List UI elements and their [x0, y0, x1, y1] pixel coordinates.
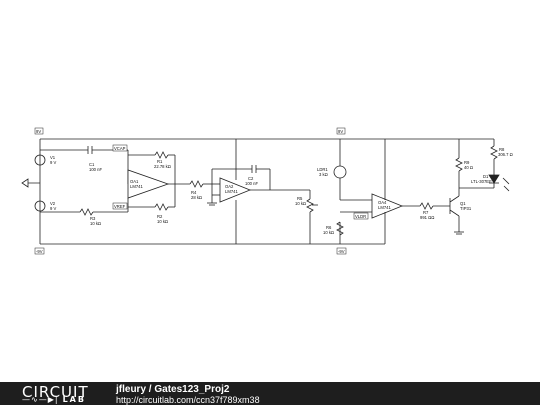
v2-source-symbol — [34, 200, 46, 212]
oa2-opamp-symbol — [219, 177, 252, 203]
r5-name: R5 — [297, 196, 303, 201]
r9-value: 40 Ω — [464, 165, 473, 170]
node-label-bottom-mid: -9V — [338, 249, 345, 254]
r1-value: 22.78 kΩ — [154, 164, 171, 169]
logo-bottom: —∿—▶|LAB — [22, 395, 86, 404]
oa2-value: LM741 — [225, 189, 238, 194]
r5-value: 10 kΩ — [295, 201, 306, 206]
r4-name: R4 — [191, 190, 197, 195]
r6-name: R6 — [326, 225, 332, 230]
oa4-opamp-symbol — [371, 193, 404, 219]
d1-led-symbol — [488, 174, 500, 184]
author-link[interactable]: jfleury — [116, 384, 147, 395]
oa1-name: OA1 — [130, 179, 139, 184]
r3-name: R3 — [90, 216, 96, 221]
project-url-link[interactable]: http://circuitlab.com/ccn37f789xm38 — [116, 395, 260, 405]
v1-source-symbol — [34, 154, 46, 166]
logo-resistor-icon: —∿—▶| — [22, 395, 59, 404]
title-separator: / — [146, 384, 155, 395]
oa1-opamp-symbol — [127, 169, 170, 199]
footer-bar: CIRCUIT —∿—▶|LAB jfleury / Gates123_Proj… — [0, 382, 540, 405]
ldr1-symbol — [333, 165, 347, 179]
q1-name: Q1 — [460, 201, 466, 206]
r3-value: 10 kΩ — [90, 221, 101, 226]
project-name-link[interactable]: Gates123_Proj2 — [154, 384, 230, 395]
d1-value: LTL-307EE — [471, 179, 492, 184]
vcap-label: VCAP — [114, 146, 126, 151]
r7-value: 991 ΩΩ — [420, 215, 434, 220]
r8-value: 306.7 Ω — [498, 152, 513, 157]
c1-name: C1 — [89, 162, 95, 167]
r8-name: R8 — [499, 147, 505, 152]
r4-value: 28 kΩ — [191, 195, 202, 200]
r1-name: R1 — [157, 159, 163, 164]
project-title-line: jfleury / Gates123_Proj2 — [116, 384, 229, 395]
r9-name: R9 — [464, 160, 470, 165]
r2-value: 10 kΩ — [157, 219, 168, 224]
oa4-value: LM741 — [378, 205, 391, 210]
v2-value: 9 V — [50, 206, 56, 211]
r7-name: R7 — [423, 210, 429, 215]
q1-value: TIP31 — [460, 206, 472, 211]
oa2-name: OA2 — [225, 184, 234, 189]
schematic-canvas: 9V 9V -9V -9V V1 9 V V2 9 V VCAP VREF VL… — [21, 127, 513, 255]
v2-name: V2 — [50, 201, 56, 206]
node-label-top-mid: 9V — [338, 129, 343, 134]
logo-top-text: CIRCUIT — [22, 383, 89, 401]
c2-value: 100 nF — [245, 181, 258, 186]
ldr1-name: LDR1 — [317, 167, 328, 172]
c1-value: 100 nF — [89, 167, 102, 172]
c2-name: C2 — [248, 176, 254, 181]
circuit-schematic: 9V 9V -9V -9V V1 9 V V2 9 V VCAP VREF VL… — [21, 127, 513, 255]
r6-value: 10 kΩ — [323, 230, 334, 235]
ldr1-value: 3 kΩ — [319, 172, 328, 177]
vref-label: VREF — [114, 204, 126, 209]
ground-symbol — [21, 178, 29, 188]
v1-name: V1 — [50, 155, 56, 160]
logo-bottom-text: LAB — [62, 395, 86, 404]
oa1-value: LM741 — [130, 184, 143, 189]
node-label-bottom-left: -9V — [36, 249, 43, 254]
circuitlab-logo[interactable]: CIRCUIT — [22, 383, 89, 401]
oa4-name: OA4 — [378, 200, 387, 205]
node-label-top-left: 9V — [36, 129, 41, 134]
v1-value: 9 V — [50, 160, 56, 165]
d1-name: D1 — [483, 174, 489, 179]
vldr-label: VLDR — [355, 214, 366, 219]
r2-name: R2 — [157, 214, 163, 219]
